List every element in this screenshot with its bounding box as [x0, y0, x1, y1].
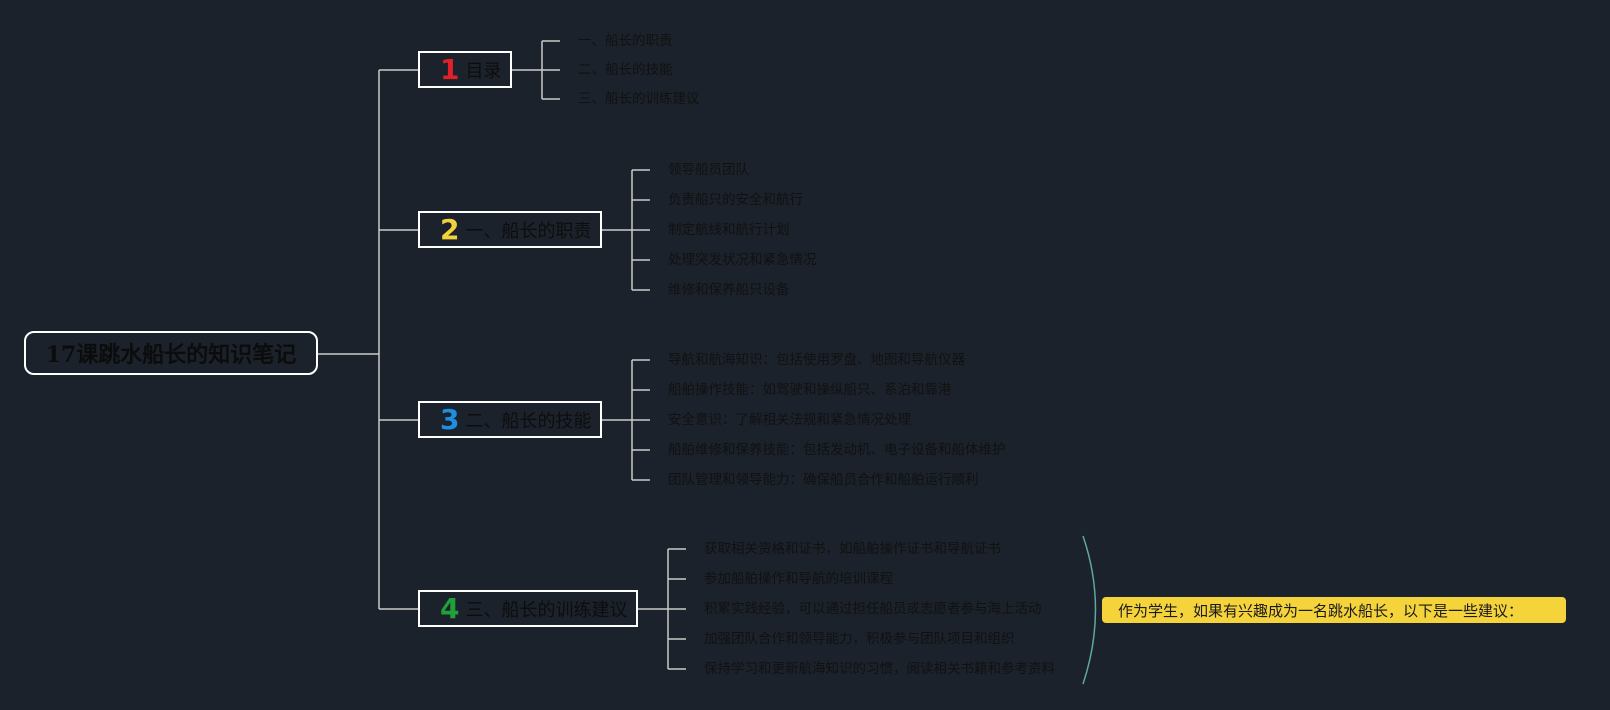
branch-number-1: 1	[440, 52, 460, 86]
leaf-item[interactable]: 保持学习和更新航海知识的习惯，阅读相关书籍和参考资料	[704, 661, 1055, 677]
leaf-item[interactable]: 参加船舶操作和导航的培训课程	[704, 571, 893, 587]
branch-node-duties[interactable]: 2 一、船长的职责	[418, 211, 602, 248]
summary-brace	[1082, 535, 1097, 685]
branch-label: 目录	[465, 60, 502, 82]
branch-label: 二、船长的技能	[465, 410, 592, 432]
leaf-item[interactable]: 导航和航海知识：包括使用罗盘、地图和导航仪器	[668, 352, 965, 368]
leaf-item[interactable]: 船舶维修和保养技能：包括发动机、电子设备和船体维护	[668, 442, 1006, 458]
leaf-item[interactable]: 安全意识：了解相关法规和紧急情况处理	[668, 412, 911, 428]
leaf-item[interactable]: 制定航线和航行计划	[668, 222, 790, 238]
branch-node-skills[interactable]: 3 二、船长的技能	[418, 401, 602, 438]
leaf-item[interactable]: 二、船长的技能	[578, 62, 673, 78]
leaf-item[interactable]: 加强团队合作和领导能力，积极参与团队项目和组织	[704, 631, 1015, 647]
leaf-item[interactable]: 积累实践经验，可以通过担任船员或志愿者参与海上活动	[704, 601, 1042, 617]
root-title: 17课跳水船长的知识笔记	[45, 342, 297, 368]
branch-number-4: 4	[440, 591, 460, 625]
branch-node-contents[interactable]: 1 目录	[418, 51, 512, 88]
leaf-item[interactable]: 领导船员团队	[668, 162, 749, 178]
leaf-item[interactable]: 船舶操作技能：如驾驶和操纵船只、系泊和靠港	[668, 382, 952, 398]
branch-node-training[interactable]: 4 三、船长的训练建议	[418, 590, 638, 627]
leaf-item[interactable]: 获取相关资格和证书，如船舶操作证书和导航证书	[704, 541, 1001, 557]
leaf-item[interactable]: 一、船长的职责	[578, 33, 673, 49]
leaf-item[interactable]: 团队管理和领导能力：确保船员合作和船舶运行顺利	[668, 472, 979, 488]
leaf-item[interactable]: 负责船只的安全和航行	[668, 192, 803, 208]
branch-number-3: 3	[440, 402, 460, 436]
root-node[interactable]: 17课跳水船长的知识笔记	[24, 331, 318, 375]
branch-number-2: 2	[440, 212, 460, 246]
summary-note-text: 作为学生，如果有兴趣成为一名跳水船长，以下是一些建议：	[1118, 601, 1524, 620]
summary-note[interactable]: 作为学生，如果有兴趣成为一名跳水船长，以下是一些建议：	[1102, 597, 1566, 623]
leaf-item[interactable]: 维修和保养船只设备	[668, 282, 790, 298]
leaf-item[interactable]: 处理突发状况和紧急情况	[668, 252, 817, 268]
leaf-item[interactable]: 三、船长的训练建议	[578, 91, 700, 107]
branch-label: 三、船长的训练建议	[465, 599, 628, 621]
branch-label: 一、船长的职责	[465, 220, 592, 242]
